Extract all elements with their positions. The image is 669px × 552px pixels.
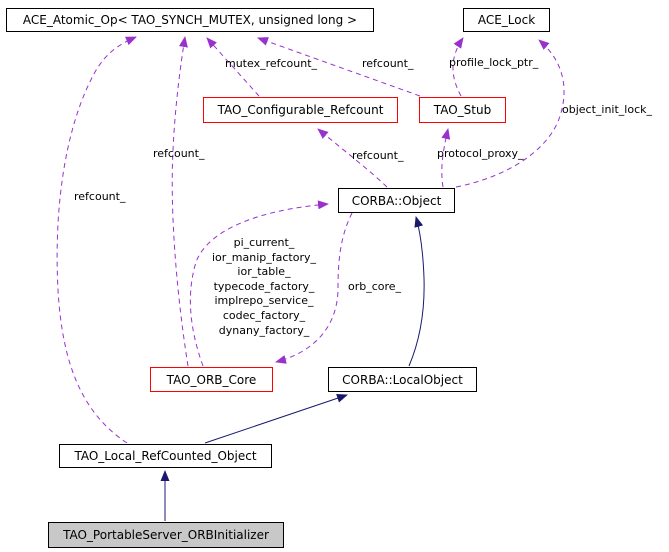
edge-label-stub-refcount: refcount_	[362, 57, 414, 70]
node-corba-localobject[interactable]: CORBA::LocalObject	[328, 367, 477, 392]
edge-orb-core-to-object	[189, 200, 329, 367]
node-tao-orb-core[interactable]: TAO_ORB_Core	[150, 367, 273, 392]
node-ace-lock[interactable]: ACE_Lock	[463, 8, 550, 32]
edge-label-orb-core-members: pi_current_ ior_manip_factory_ ior_table…	[202, 236, 326, 338]
node-tao-local-refcounted-object[interactable]: TAO_Local_RefCounted_Object	[59, 444, 272, 468]
edge-local-refcounted-to-atomic-op	[56, 36, 137, 444]
edge-localobject-to-object	[408, 216, 425, 367]
edge-local-refcounted-to-localobject	[204, 393, 348, 444]
edge-label-ior-manip-factory: ior_manip_factory_	[211, 250, 316, 264]
edge-label-mutex-refcount: mutex_refcount_	[225, 57, 318, 70]
edge-label-ior-table: ior_table_	[237, 265, 291, 279]
edge-object-to-ace-lock	[455, 39, 565, 188]
edge-label-typecode-factory: typecode_factory_	[213, 279, 315, 293]
edge-label-object-init-lock: object_init_lock_	[562, 103, 652, 116]
node-tao-portableserver-orbinitializer: TAO_PortableServer_ORBInitializer	[48, 522, 284, 548]
edge-orb-core-to-atomic-op	[171, 36, 189, 367]
edge-stub-to-ace-lock	[452, 37, 464, 97]
edge-label-dynany-factory: dynany_factory_	[218, 323, 310, 337]
edge-label-orb-core: orb_core_	[348, 280, 402, 293]
node-tao-stub[interactable]: TAO_Stub	[419, 97, 506, 123]
edge-object-to-stub	[441, 128, 451, 188]
edge-configurable-refcount-to-atomic-op	[206, 37, 260, 97]
node-tao-configurable-refcount[interactable]: TAO_Configurable_Refcount	[203, 97, 398, 123]
edge-label-protocol-proxy: protocol_proxy_	[437, 147, 524, 160]
edge-label-profile-lock-ptr: profile_lock_ptr_	[449, 56, 539, 69]
node-corba-object[interactable]: CORBA::Object	[338, 188, 455, 213]
edge-label-implrepo-service: implrepo_service_	[214, 294, 314, 308]
edge-object-to-orb-core	[275, 212, 353, 364]
edge-label-local-refcount: refcount_	[74, 190, 126, 203]
edge-label-orb-refcount: refcount_	[153, 147, 205, 160]
edge-stub-to-atomic-op	[257, 37, 421, 97]
edge-label-object-refcount: refcount_	[352, 149, 404, 162]
edge-label-codec-factory: codec_factory_	[222, 308, 306, 322]
node-ace-atomic-op[interactable]: ACE_Atomic_Op< TAO_SYNCH_MUTEX, unsigned…	[6, 8, 374, 32]
edge-label-pi-current: pi_current_	[233, 236, 295, 249]
